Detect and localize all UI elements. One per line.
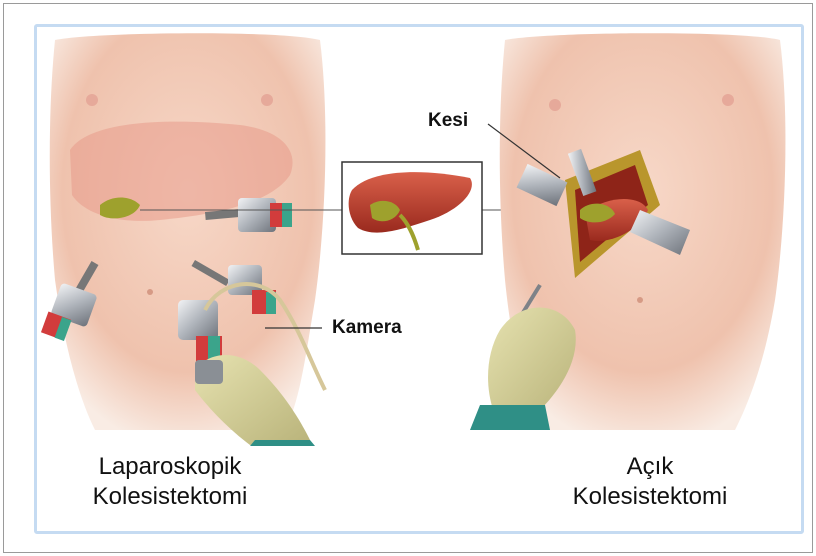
laparoscopic-title-line2: Kolesistektomi <box>60 482 280 512</box>
camera-label: Kamera <box>332 317 402 339</box>
left-nipple-icon-open <box>549 99 561 111</box>
right-nipple-icon-open <box>722 94 734 106</box>
liver-inset <box>342 162 482 254</box>
open-title-line1: Açık <box>540 452 760 482</box>
left-nipple-icon <box>86 94 98 106</box>
right-nipple-icon <box>261 94 273 106</box>
right-torso <box>470 33 785 430</box>
laparoscopic-title: Laparoskopik Kolesistektomi <box>60 452 280 512</box>
open-title-line2: Kolesistektomi <box>540 482 760 512</box>
navel-icon <box>147 289 153 295</box>
navel-icon-open <box>637 297 643 303</box>
left-torso <box>41 33 325 446</box>
incision-label: Kesi <box>428 110 468 132</box>
laparoscopic-title-line1: Laparoskopik <box>60 452 280 482</box>
open-title: Açık Kolesistektomi <box>540 452 760 512</box>
